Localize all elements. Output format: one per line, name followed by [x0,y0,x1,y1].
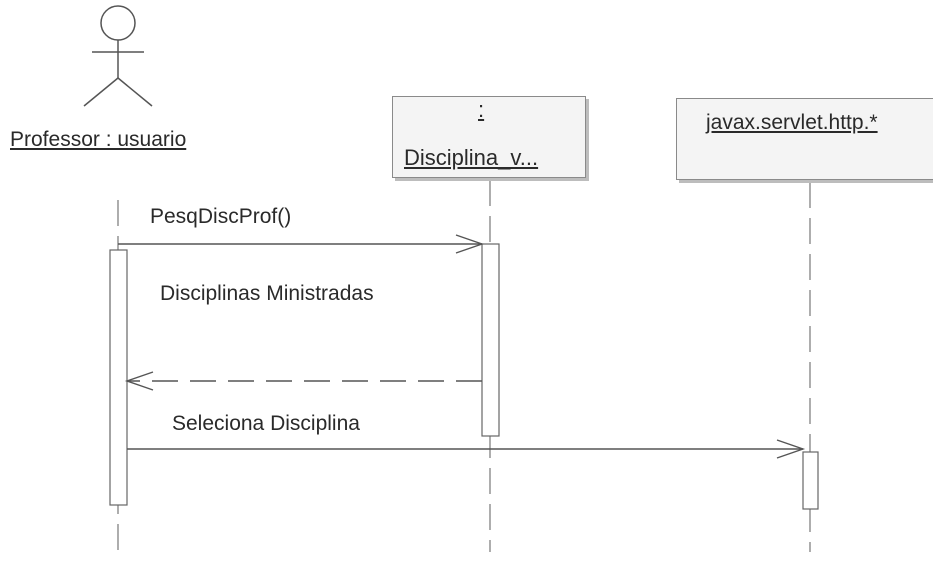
return-arrow-disciplinas [124,371,482,391]
object-box-disciplina [392,96,586,178]
object-box-servlet-http [676,98,933,180]
activation-bar-http [802,451,819,510]
actor-stick-figure [83,5,153,107]
message-label-disciplinas-ministradas: Disciplinas Ministradas [160,282,374,305]
object-disciplina-colon: : [478,97,485,122]
message-label-pesqdiscprof: PesqDiscProf() [150,205,292,228]
message-arrow-seleciona [127,439,806,459]
actor-head [100,5,136,41]
message-label-seleciona-disciplina: Seleciona Disciplina [172,412,360,435]
object-http-label: javax.servlet.http.* [706,111,878,134]
activation-bar-actor [109,249,128,506]
message-arrow-pesqdiscprof [118,234,485,254]
actor-left-leg [83,77,119,107]
actor-label: Professor : usuario [10,128,187,151]
actor-right-leg [117,77,153,107]
object-disciplina-label: Disciplina_v... [404,145,539,170]
activation-bar-disciplina [481,243,500,437]
